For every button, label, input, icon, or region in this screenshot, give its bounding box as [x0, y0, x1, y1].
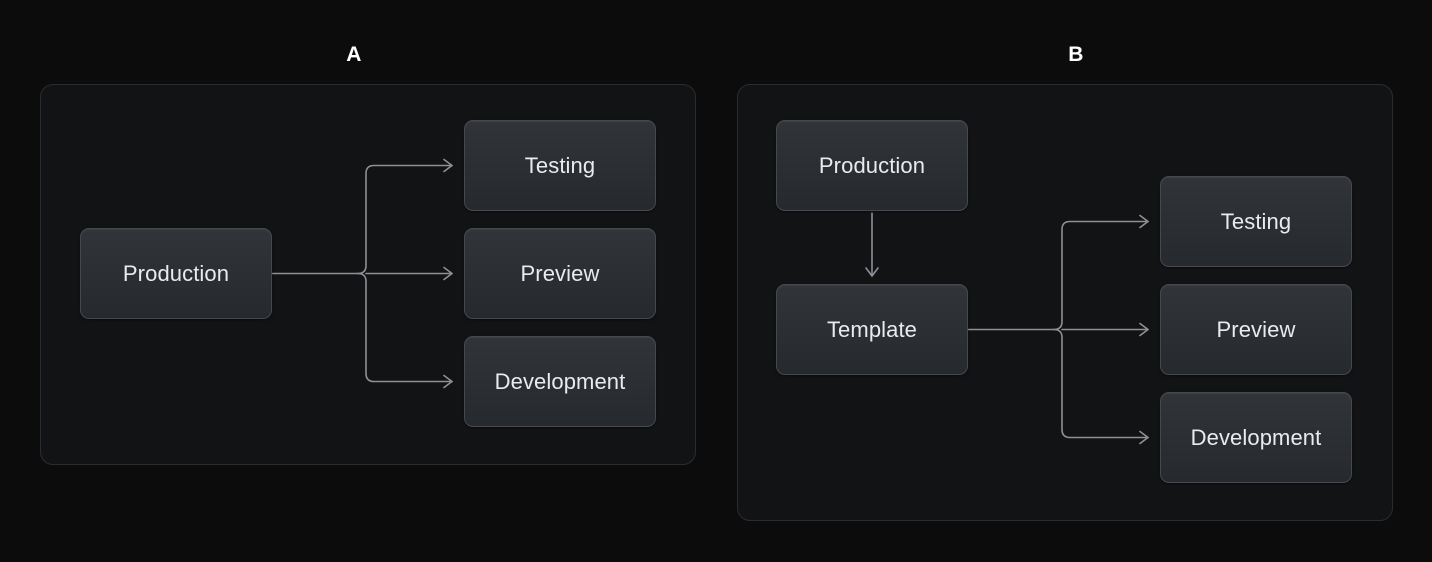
- node-b-testing[interactable]: Testing: [1160, 176, 1352, 267]
- panel-b-label: B: [1068, 43, 1084, 66]
- node-a-production[interactable]: Production: [80, 228, 272, 319]
- node-b-production[interactable]: Production: [776, 120, 968, 211]
- panel-a-label: A: [346, 43, 362, 66]
- node-b-template[interactable]: Template: [776, 284, 968, 375]
- node-a-development[interactable]: Development: [464, 336, 656, 427]
- node-a-preview[interactable]: Preview: [464, 228, 656, 319]
- node-b-development[interactable]: Development: [1160, 392, 1352, 483]
- node-b-preview[interactable]: Preview: [1160, 284, 1352, 375]
- node-a-testing[interactable]: Testing: [464, 120, 656, 211]
